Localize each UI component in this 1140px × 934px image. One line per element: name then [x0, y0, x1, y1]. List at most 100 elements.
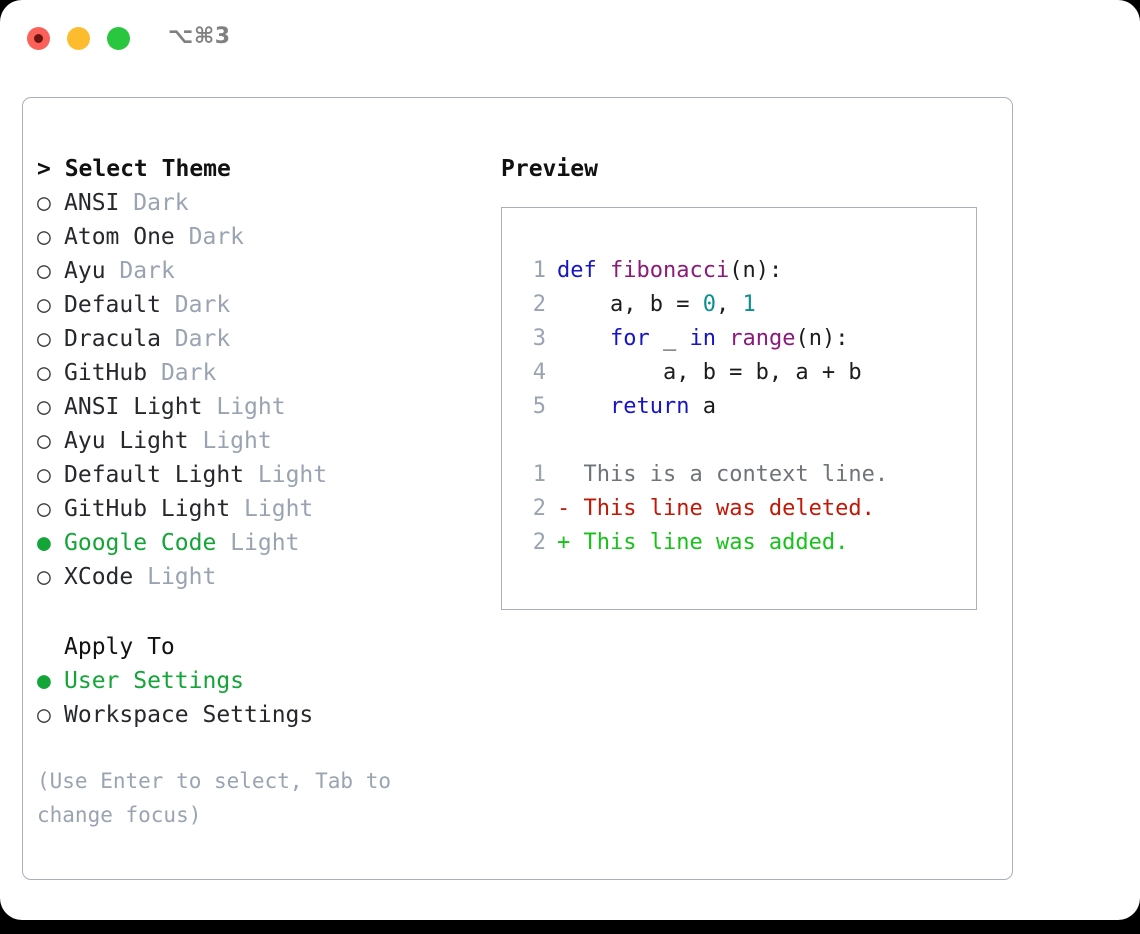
theme-option-kind: Dark — [119, 258, 175, 284]
code-token: (n): — [795, 326, 849, 351]
diff-sign: + — [557, 530, 571, 555]
code-token — [557, 394, 610, 419]
theme-option-kind: Dark — [174, 326, 231, 352]
code-token: a — [689, 394, 716, 419]
space — [202, 394, 216, 420]
theme-option[interactable]: ○Default Dark — [37, 288, 467, 322]
theme-option[interactable]: ○ANSI Light Light — [37, 390, 467, 424]
theme-option[interactable]: ● Google Code Light — [37, 526, 467, 560]
theme-option[interactable]: ○ Default Light Light — [37, 458, 467, 492]
radio-unselected-icon: ○ — [37, 292, 51, 318]
code-line: 4 a, b = b, a + b — [520, 356, 862, 390]
recording-indicator-icon — [34, 34, 43, 43]
line-number: 5 — [532, 394, 546, 419]
spacer — [37, 594, 467, 630]
diff-text: This is a context line. — [583, 462, 889, 487]
diff-line: 1 This is a context line. — [520, 458, 888, 492]
code-line: 2 a, b = 0, 1 — [520, 288, 862, 322]
radio-unselected-icon: ○ — [37, 564, 51, 590]
apply-to-list[interactable]: ●User Settings○Workspace Settings — [37, 664, 467, 732]
space — [175, 224, 189, 250]
code-token: a, b = b, a + b — [557, 360, 862, 385]
space — [106, 258, 120, 284]
apply-to-heading: Apply To — [64, 634, 175, 660]
diff-sign: - — [557, 496, 571, 521]
theme-option-name: ANSI Light — [64, 394, 203, 420]
preview-heading: Preview — [501, 156, 598, 182]
theme-option-name: Dracula — [64, 326, 161, 352]
line-number: 3 — [532, 326, 546, 351]
code-token: fibonacci — [610, 258, 730, 283]
line-number: 4 — [532, 360, 546, 385]
apply-to-option[interactable]: ●User Settings — [37, 664, 467, 698]
theme-option-name: GitHub — [64, 360, 148, 386]
apply-to-option[interactable]: ○Workspace Settings — [37, 698, 467, 732]
code-token: 0 — [702, 292, 716, 317]
theme-option-kind: Light — [147, 564, 217, 590]
line-number: 2 — [532, 292, 546, 317]
code-token: a, b = — [557, 292, 703, 317]
space — [161, 292, 175, 318]
theme-option[interactable]: ○Ayu Light Light — [37, 424, 467, 458]
diff-line: 2 + This line was added. — [520, 526, 888, 560]
theme-option-name: Ayu Light — [64, 428, 189, 454]
diff-sign — [557, 462, 570, 487]
code-token: range — [729, 326, 796, 351]
space — [161, 326, 175, 352]
theme-option-name: Atom One — [64, 224, 175, 250]
theme-picker-panel: > Select Theme ○ANSI Dark○Atom One Dark○… — [22, 97, 1013, 880]
line-number: 1 — [532, 258, 546, 283]
theme-option-name: ANSI — [64, 190, 120, 216]
space — [216, 530, 230, 556]
radio-unselected-icon: ○ — [37, 360, 51, 386]
theme-option-kind: Light — [257, 462, 328, 488]
theme-option-name: Ayu — [64, 258, 106, 284]
theme-option[interactable]: ○XCode Light — [37, 560, 467, 594]
code-token: in — [689, 326, 716, 351]
diff-sample: 1 This is a context line. 2- This line wa… — [520, 458, 888, 560]
diff-text: This line was added. — [583, 530, 849, 555]
radio-selected-icon: ● — [37, 530, 51, 556]
theme-selector-column: > Select Theme ○ANSI Dark○Atom One Dark○… — [37, 152, 467, 832]
theme-option-kind: Dark — [133, 190, 189, 216]
space — [119, 190, 133, 216]
minimize-button[interactable] — [67, 27, 90, 50]
space — [570, 462, 583, 487]
theme-list[interactable]: ○ANSI Dark○Atom One Dark○Ayu Dark○Defaul… — [37, 186, 467, 594]
space — [147, 360, 161, 386]
radio-unselected-icon: ○ — [37, 462, 51, 488]
radio-unselected-icon: ○ — [37, 496, 51, 522]
select-theme-heading: > Select Theme — [37, 156, 231, 182]
theme-option[interactable]: ○GitHub Light Light — [37, 492, 467, 526]
theme-option[interactable]: ○Ayu Dark — [37, 254, 467, 288]
theme-option-kind: Dark — [160, 360, 217, 386]
code-token: , — [715, 292, 743, 317]
space — [133, 564, 147, 590]
radio-selected-icon: ● — [37, 668, 51, 694]
help-hint-text: (Use Enter to select, Tab to change focu… — [37, 769, 392, 827]
code-line: 3 for _ in range(n): — [520, 322, 862, 356]
theme-option-name: Google Code — [64, 530, 217, 556]
theme-option[interactable]: ○ GitHub Dark — [37, 356, 467, 390]
theme-option-name: Default Light — [64, 462, 245, 488]
theme-option[interactable]: ○ ANSI Dark — [37, 186, 467, 220]
theme-option[interactable]: ○ Dracula Dark — [37, 322, 467, 356]
radio-unselected-icon: ○ — [37, 428, 51, 454]
code-line: 1 def fibonacci(n): — [520, 254, 862, 288]
code-token: (n): — [729, 258, 783, 283]
theme-option-kind: Light — [230, 530, 300, 556]
radio-unselected-icon: ○ — [37, 190, 51, 216]
title-bar: ⌥⌘3 — [0, 0, 1140, 78]
theme-option[interactable]: ○Atom One Dark — [37, 220, 467, 254]
code-token: def — [557, 258, 597, 283]
close-button[interactable] — [27, 27, 50, 50]
line-number: 2 — [532, 530, 546, 555]
space — [570, 530, 583, 555]
line-number: 2 — [532, 496, 546, 521]
theme-option-kind: Light — [216, 394, 286, 420]
maximize-button[interactable] — [107, 27, 130, 50]
radio-unselected-icon: ○ — [37, 702, 51, 728]
radio-unselected-icon: ○ — [37, 326, 51, 352]
